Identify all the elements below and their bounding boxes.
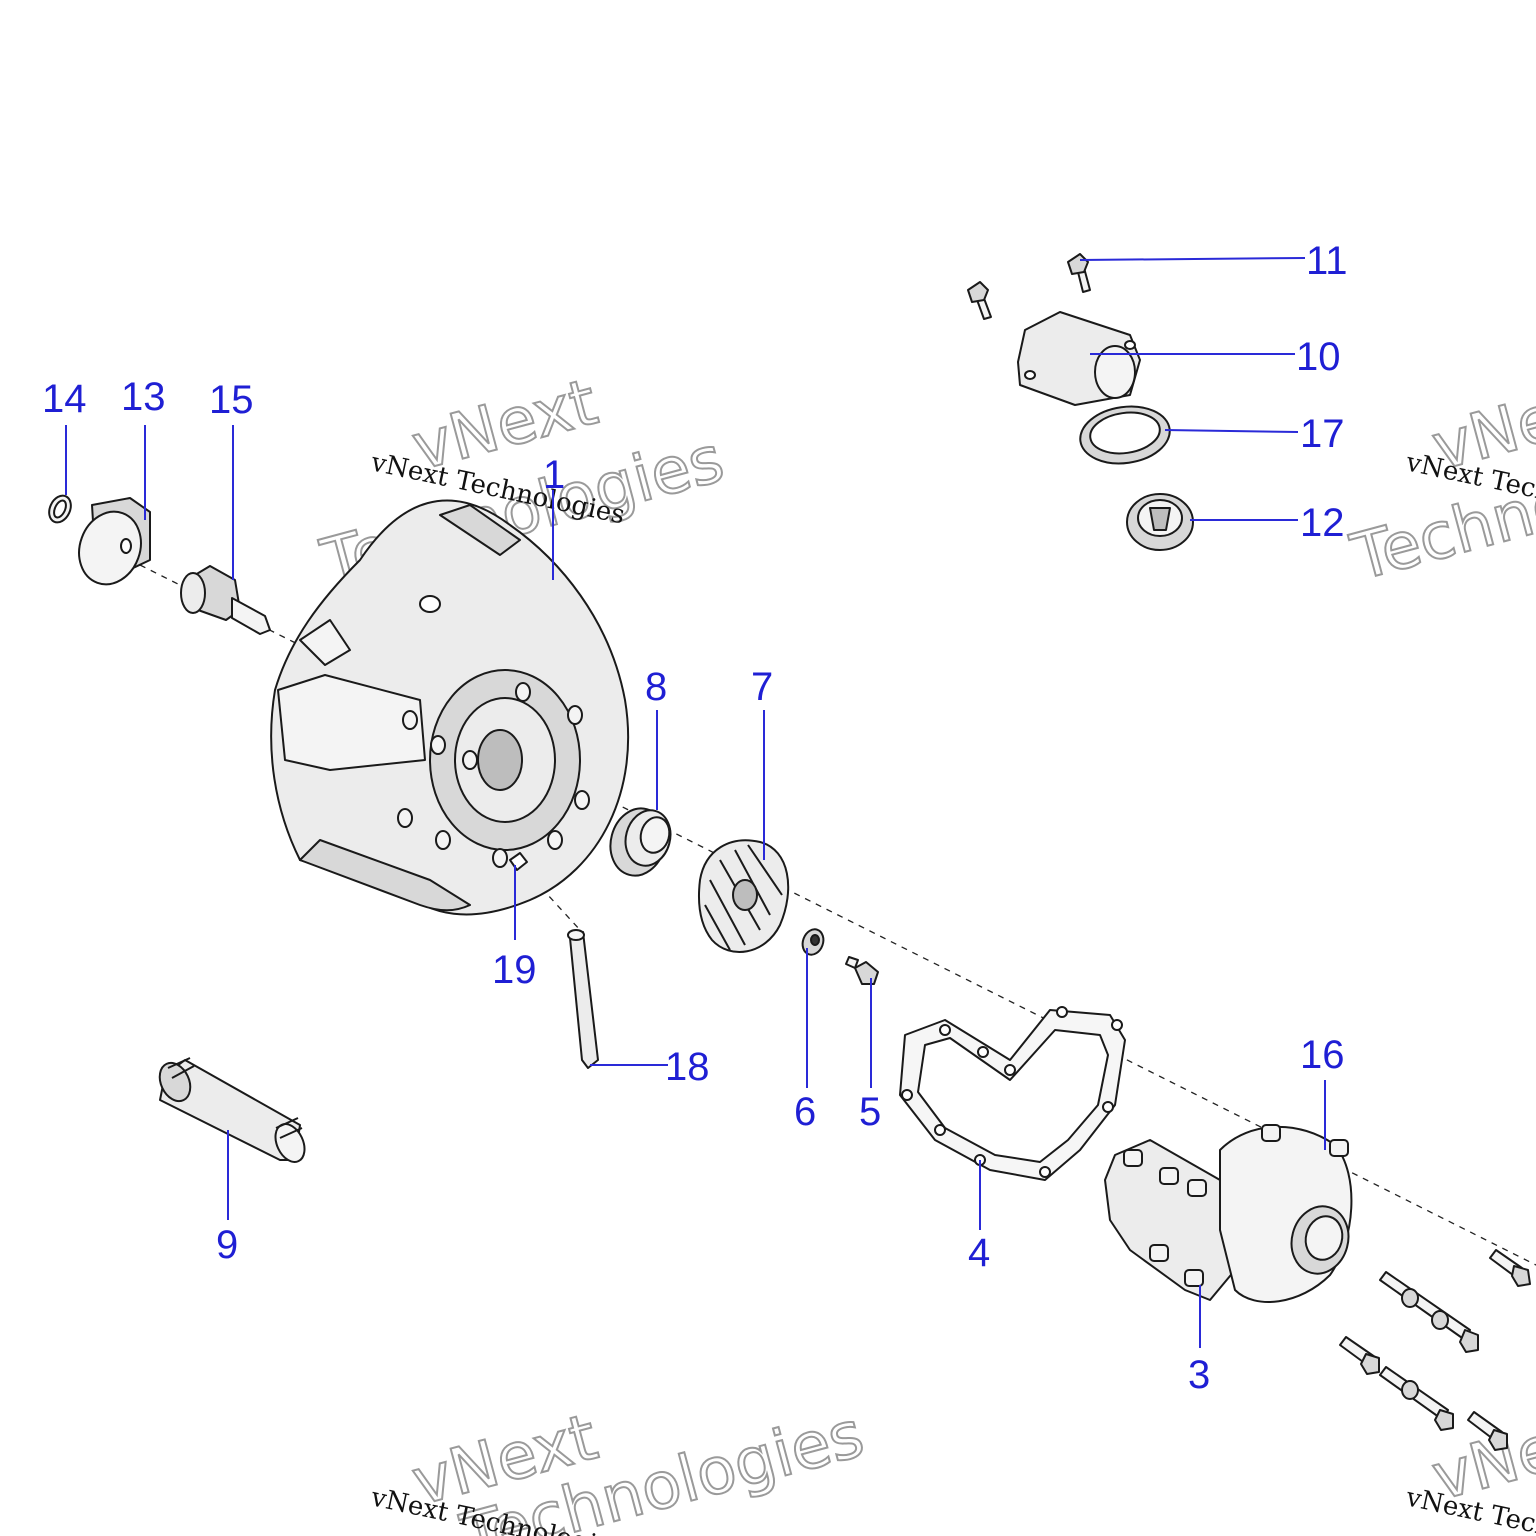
callout-16: 16 — [1300, 1033, 1345, 1077]
bolt — [1489, 1249, 1531, 1287]
part-8-mechanical-seal — [609, 807, 672, 877]
mounting-bolts — [1339, 1249, 1531, 1451]
callout-4: 4 — [968, 1231, 990, 1275]
part-18-hose — [567, 929, 599, 1069]
callout-5: 5 — [859, 1090, 881, 1134]
part-1-pump-housing — [270, 499, 630, 916]
bolt — [1379, 1271, 1479, 1353]
callout-14: 14 — [42, 377, 87, 421]
part-4-gasket — [899, 1006, 1126, 1181]
callout-11: 11 — [1306, 239, 1348, 283]
callout-13: 13 — [121, 375, 166, 419]
bolt — [1379, 1366, 1454, 1431]
part-13-seal-cap — [78, 497, 151, 586]
bolt — [1339, 1336, 1380, 1375]
callout-7: 7 — [751, 665, 773, 709]
housing-bolt-holes — [397, 682, 590, 868]
leader-17 — [1164, 429, 1299, 433]
part-5-bolt — [845, 956, 879, 985]
pump-body-bosses — [1123, 1124, 1349, 1287]
callout-19: 19 — [492, 948, 537, 992]
watermark-top-right: Technologies vNext vNext Technologies — [1343, 365, 1536, 597]
part-10-thermostat-housing — [1017, 311, 1141, 406]
part-14-o-ring — [48, 494, 72, 524]
part-7-impeller — [697, 839, 790, 953]
callout-9: 9 — [216, 1223, 238, 1267]
callout-8: 8 — [645, 665, 667, 709]
callout-3: 3 — [1188, 1353, 1210, 1397]
part-11-bolt — [1067, 253, 1091, 293]
callout-1: 1 — [543, 453, 565, 497]
part-6-washer — [801, 928, 825, 956]
callout-15: 15 — [209, 378, 254, 422]
leader-lines — [65, 257, 1326, 1348]
callout-12: 12 — [1300, 501, 1345, 545]
callout-17: 17 — [1300, 412, 1345, 456]
callout-10: 10 — [1296, 335, 1341, 379]
part-11-bolt-second — [967, 281, 992, 320]
watermark-bottom-left: vNext Technologies vNext Technologies — [368, 1397, 873, 1536]
callout-18: 18 — [665, 1045, 710, 1089]
part-12-thermostat — [1126, 493, 1194, 551]
callout-labels: 14 13 15 1 8 7 19 18 6 5 9 4 3 16 11 10 … — [42, 239, 1348, 1397]
bolt — [1467, 1411, 1508, 1451]
part-3-pump-body — [1104, 1124, 1353, 1303]
leader-11 — [1079, 257, 1306, 261]
part-17-seal-ring — [1079, 405, 1171, 465]
part-15-shaft — [180, 565, 271, 635]
part-9-pipe — [158, 1057, 306, 1163]
callout-6: 6 — [794, 1090, 816, 1134]
